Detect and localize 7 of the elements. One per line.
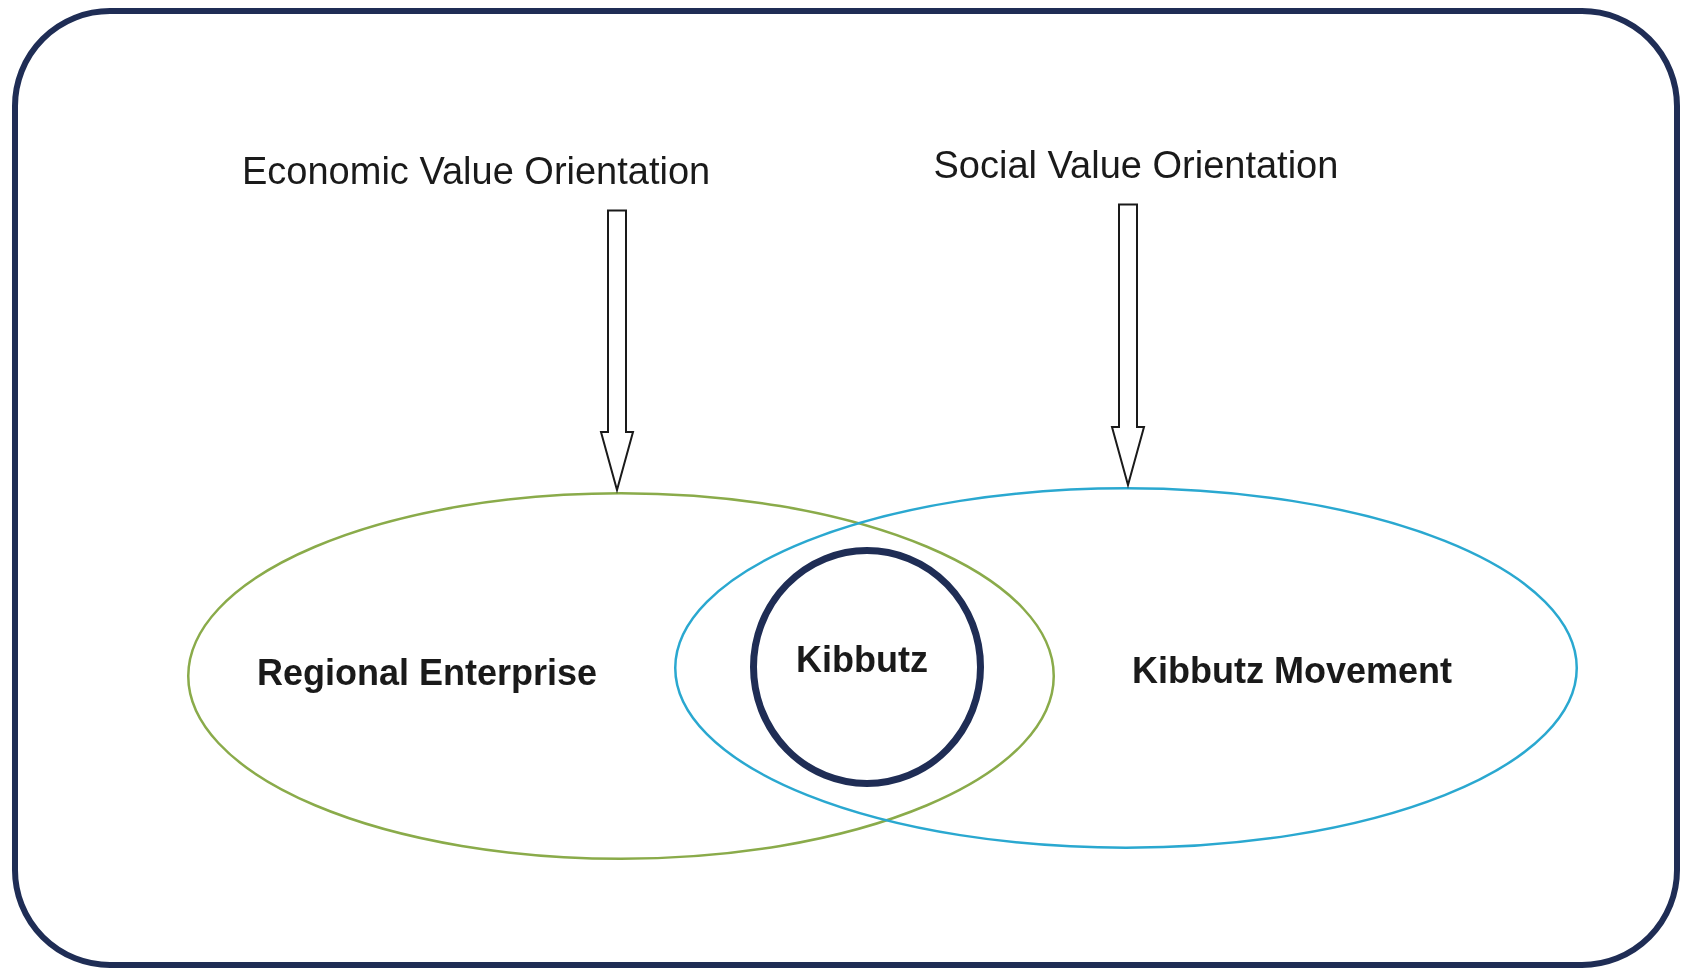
heading-label: Economic Value Orientation — [242, 149, 711, 193]
block-arrow — [1110, 203, 1146, 489]
heading-label: Social Value Orientation — [933, 143, 1339, 187]
block-arrow — [599, 209, 635, 494]
set-label: Regional Enterprise — [257, 652, 598, 694]
set-label: Kibbutz Movement — [1132, 650, 1452, 692]
set-label: Kibbutz — [796, 639, 928, 681]
